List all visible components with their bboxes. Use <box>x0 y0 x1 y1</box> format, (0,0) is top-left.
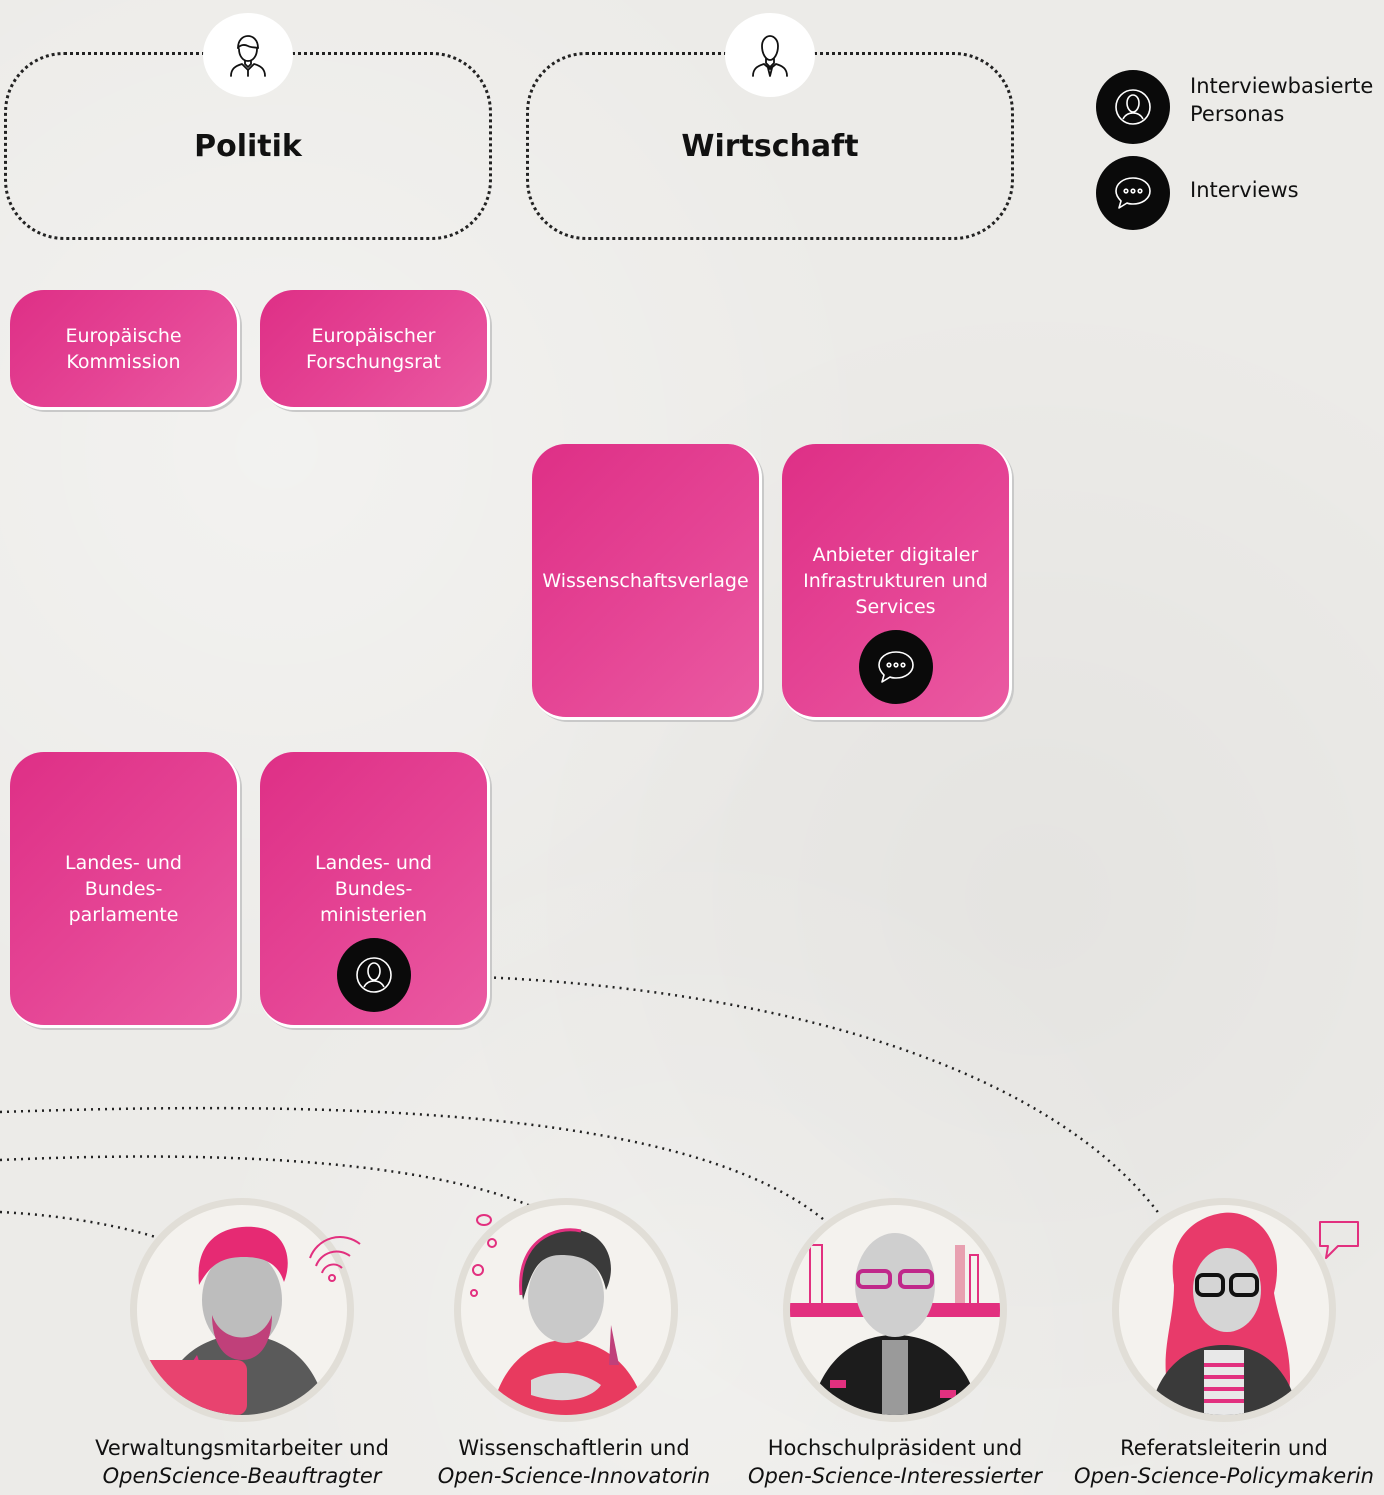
politician-icon <box>203 13 293 97</box>
persona-icon <box>1096 70 1170 144</box>
persona-avatar <box>454 1198 678 1422</box>
group-wirtschaft: Wirtschaft <box>526 13 1014 240</box>
persona-caption: Hochschulpräsident und Open-Science-Inte… <box>745 1434 1045 1490</box>
connector-to-innovatorin <box>0 1155 541 1212</box>
persona-role: Open-Science-Interessierter <box>748 1464 1042 1488</box>
speech-bubble-icon <box>858 630 933 704</box>
persona-caption: Wissenschaftlerin und Open-Science-Innov… <box>424 1434 724 1490</box>
card-label: Wissenschaftsverlage <box>542 569 749 592</box>
persona-role: Open-Science-Policymakerin <box>1074 1464 1374 1488</box>
legend-label: Interviewbasierte Personas <box>1190 74 1374 126</box>
group-title: Politik <box>194 129 302 164</box>
card-label: Anbieter digitaler Infrastrukturen und S… <box>803 544 988 618</box>
card-wissenschaftsverlage: Wissenschaftsverlage <box>532 444 762 720</box>
connector-to-interessierter <box>0 1106 831 1226</box>
persona-title: Hochschulpräsident und <box>767 1436 1023 1460</box>
persona-icon <box>336 938 411 1012</box>
persona-title: Wissenschaftlerin und <box>458 1436 690 1460</box>
card-anbieter-digitaler-infrastrukturen: Anbieter digitaler Infrastrukturen und S… <box>782 444 1012 720</box>
speech-doodle-icon <box>1319 1221 1359 1259</box>
connector-to-beauftragter <box>0 1210 166 1242</box>
group-politik: Politik <box>4 13 492 240</box>
card-label: Landes- und Bundes- parlamente <box>65 851 182 926</box>
card-europaeische-kommission: Europäische Kommission <box>10 290 240 410</box>
card-label: Europäischer Forschungsrat <box>305 324 442 373</box>
legend-label: Interviews <box>1190 178 1299 202</box>
legend-interviews: Interviews <box>1096 156 1299 230</box>
card-landes-und-bundesministerien: Landes- und Bundes- ministerien <box>260 752 490 1028</box>
card-label: Europäische Kommission <box>65 324 182 373</box>
persona-caption: Referatsleiterin und Open-Science-Policy… <box>1074 1434 1374 1490</box>
persona-role: Open-Science-Innovatorin <box>437 1464 711 1488</box>
signal-doodle-icon <box>309 1236 361 1282</box>
persona-avatar <box>783 1198 1007 1422</box>
card-landes-und-bundesparlamente: Landes- und Bundes- parlamente <box>10 752 240 1028</box>
group-title: Wirtschaft <box>681 129 859 164</box>
businessman-icon <box>725 13 815 97</box>
card-europaeischer-forschungsrat: Europäischer Forschungsrat <box>260 290 490 410</box>
persona-caption: Verwaltungsmitarbeiter und OpenScience-B… <box>92 1434 392 1490</box>
persona-title: Referatsleiterin und <box>1120 1436 1328 1460</box>
bubbles-doodle-icon <box>470 1214 497 1297</box>
legend-personas: Interviewbasierte Personas <box>1096 70 1373 144</box>
persona-avatar <box>1112 1198 1336 1422</box>
persona-role: OpenScience-Beauftragter <box>102 1464 382 1488</box>
speech-bubble-icon <box>1096 156 1170 230</box>
persona-title: Verwaltungsmitarbeiter und <box>95 1436 389 1460</box>
card-label: Landes- und Bundes- ministerien <box>315 852 432 926</box>
connector-ministerien-to-policymakerin <box>409 973 1162 1216</box>
